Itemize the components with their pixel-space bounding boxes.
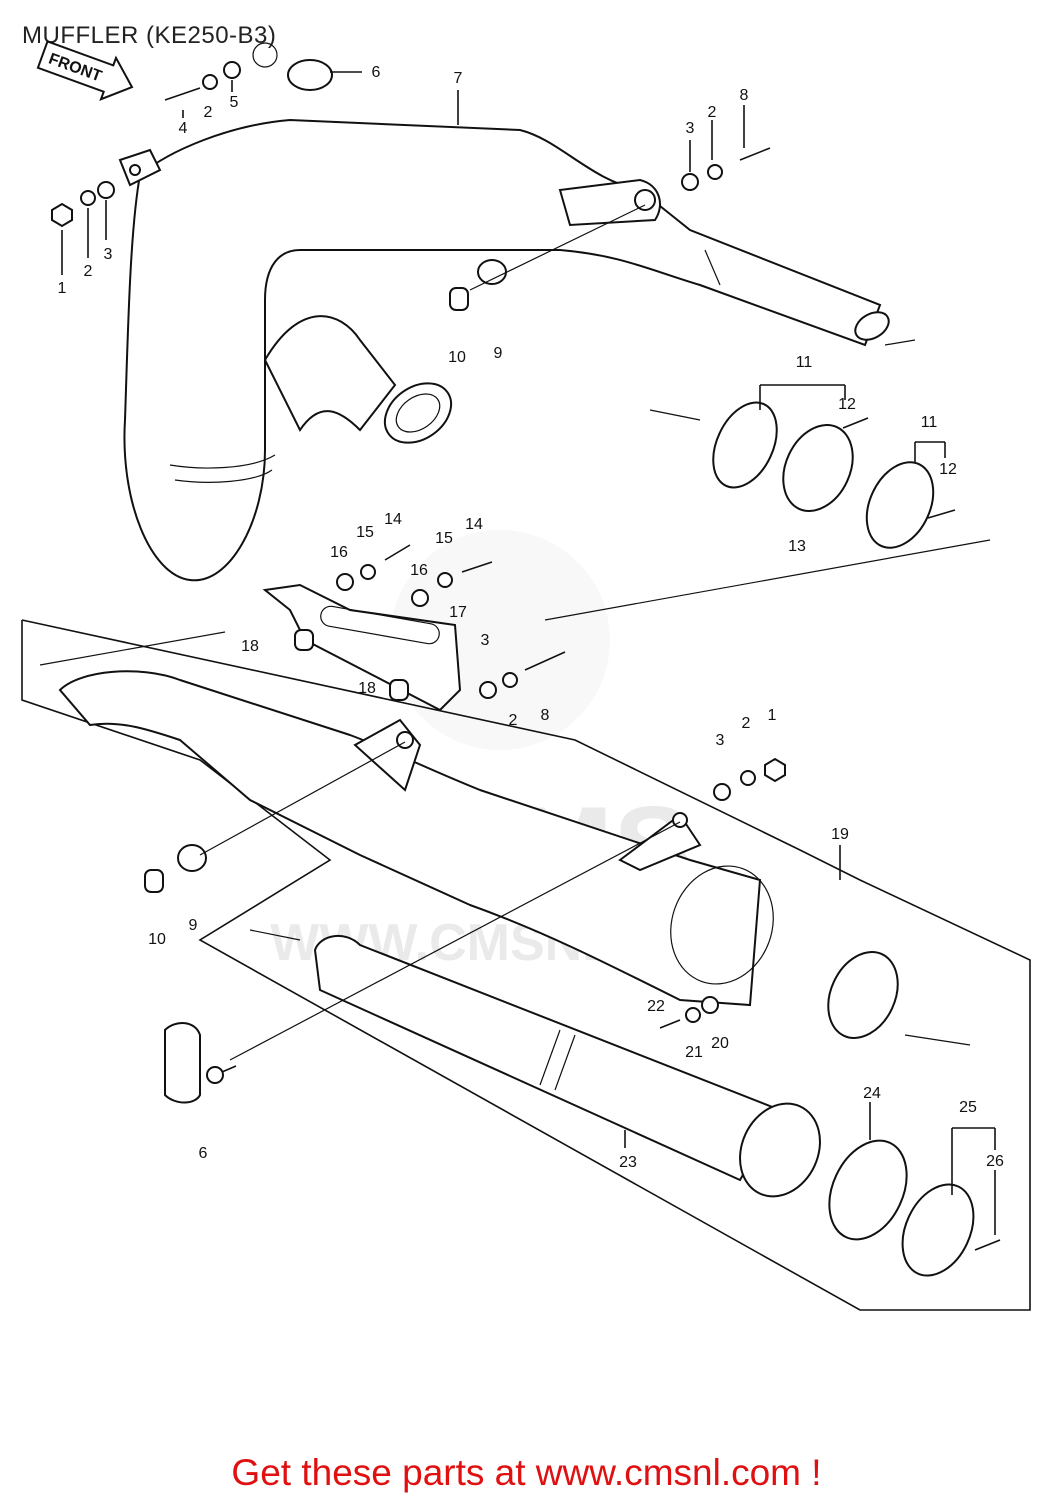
- callout-18: 18: [358, 680, 376, 697]
- callout-14: 14: [465, 516, 483, 533]
- callout-13: 13: [788, 538, 806, 555]
- callout-17: 17: [449, 604, 467, 621]
- callout-5: 5: [230, 94, 239, 111]
- callout-2: 2: [84, 263, 93, 280]
- callout-9: 9: [189, 917, 198, 934]
- callout-1: 1: [768, 707, 777, 724]
- callout-9: 9: [494, 345, 503, 362]
- callout-8: 8: [740, 87, 749, 104]
- callout-21: 21: [685, 1044, 703, 1061]
- callout-14: 14: [384, 511, 402, 528]
- callout-22: 22: [647, 998, 665, 1015]
- callout-3: 3: [716, 732, 725, 749]
- callout-8: 8: [541, 707, 550, 724]
- callout-3: 3: [481, 632, 490, 649]
- callout-2: 2: [509, 712, 518, 729]
- callout-10: 10: [448, 349, 466, 366]
- connector-clamps: [712, 401, 956, 549]
- expansion-chamber: [118, 118, 890, 582]
- callout-11: 11: [921, 414, 938, 431]
- upper-hardware: [51, 42, 771, 311]
- callout-1: 1: [58, 280, 67, 297]
- callout-2: 2: [742, 715, 751, 732]
- callout-25: 25: [959, 1099, 977, 1116]
- callout-labels: 1 2 3 4 2 5 6 7 3 2 8 10 9 11 12 13 11 1…: [58, 64, 1004, 1171]
- callout-12: 12: [838, 396, 856, 413]
- callout-3: 3: [104, 246, 113, 263]
- callout-7: 7: [454, 70, 463, 87]
- callout-15: 15: [435, 530, 453, 547]
- callout-6: 6: [199, 1145, 208, 1162]
- callout-11: 11: [796, 354, 813, 371]
- front-arrow: FRONT: [36, 40, 134, 101]
- page-title: MUFFLER (KE250-B3): [22, 22, 277, 49]
- callout-16: 16: [330, 544, 348, 561]
- callout-12: 12: [939, 461, 957, 478]
- callout-26: 26: [986, 1153, 1004, 1170]
- leader-lines: [39, 71, 996, 1235]
- callout-3: 3: [686, 120, 695, 137]
- mount-bracket: [262, 583, 462, 712]
- callout-19: 19: [831, 826, 849, 843]
- callout-2: 2: [708, 104, 717, 121]
- callout-16: 16: [410, 562, 428, 579]
- footer-link[interactable]: Get these parts at www.cmsnl.com !: [231, 1452, 822, 1493]
- lower-hardware: [144, 757, 786, 1104]
- bracket-hardware: [336, 544, 566, 699]
- tail-pipe: [313, 935, 1001, 1277]
- callout-20: 20: [711, 1035, 729, 1052]
- callout-18: 18: [241, 638, 259, 655]
- callout-4: 4: [179, 120, 188, 137]
- callout-2: 2: [204, 104, 213, 121]
- silencer-assembly: [21, 619, 1031, 1311]
- callout-10: 10: [148, 931, 166, 948]
- callout-6: 6: [372, 64, 381, 81]
- callout-24: 24: [863, 1085, 881, 1102]
- callout-23: 23: [619, 1154, 637, 1171]
- callout-15: 15: [356, 524, 374, 541]
